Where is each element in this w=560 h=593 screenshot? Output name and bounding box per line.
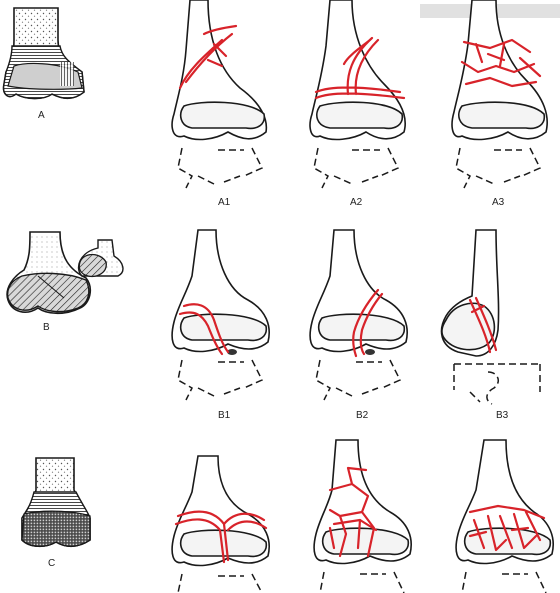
fracture-c3 [456,440,553,593]
label-b3: B3 [496,410,509,421]
fracture-a2 [310,0,405,188]
fracture-a1 [172,0,266,188]
label-b: B [43,322,50,333]
fracture-b2 [310,230,407,400]
fracture-c1 [172,456,269,593]
fracture-b1 [172,230,269,400]
label-a2: A2 [350,197,363,208]
schematic-b [7,232,123,313]
schematic-c [22,458,90,546]
label-c: C [48,558,55,569]
label-a: A [38,110,45,121]
label-b2: B2 [356,410,369,421]
label-a3: A3 [492,197,505,208]
fracture-c2 [314,440,411,593]
label-a1: A1 [218,197,231,208]
schematic-a [4,8,84,99]
fracture-a3 [452,0,547,188]
label-b1: B1 [218,410,231,421]
fracture-b3 [442,230,540,404]
